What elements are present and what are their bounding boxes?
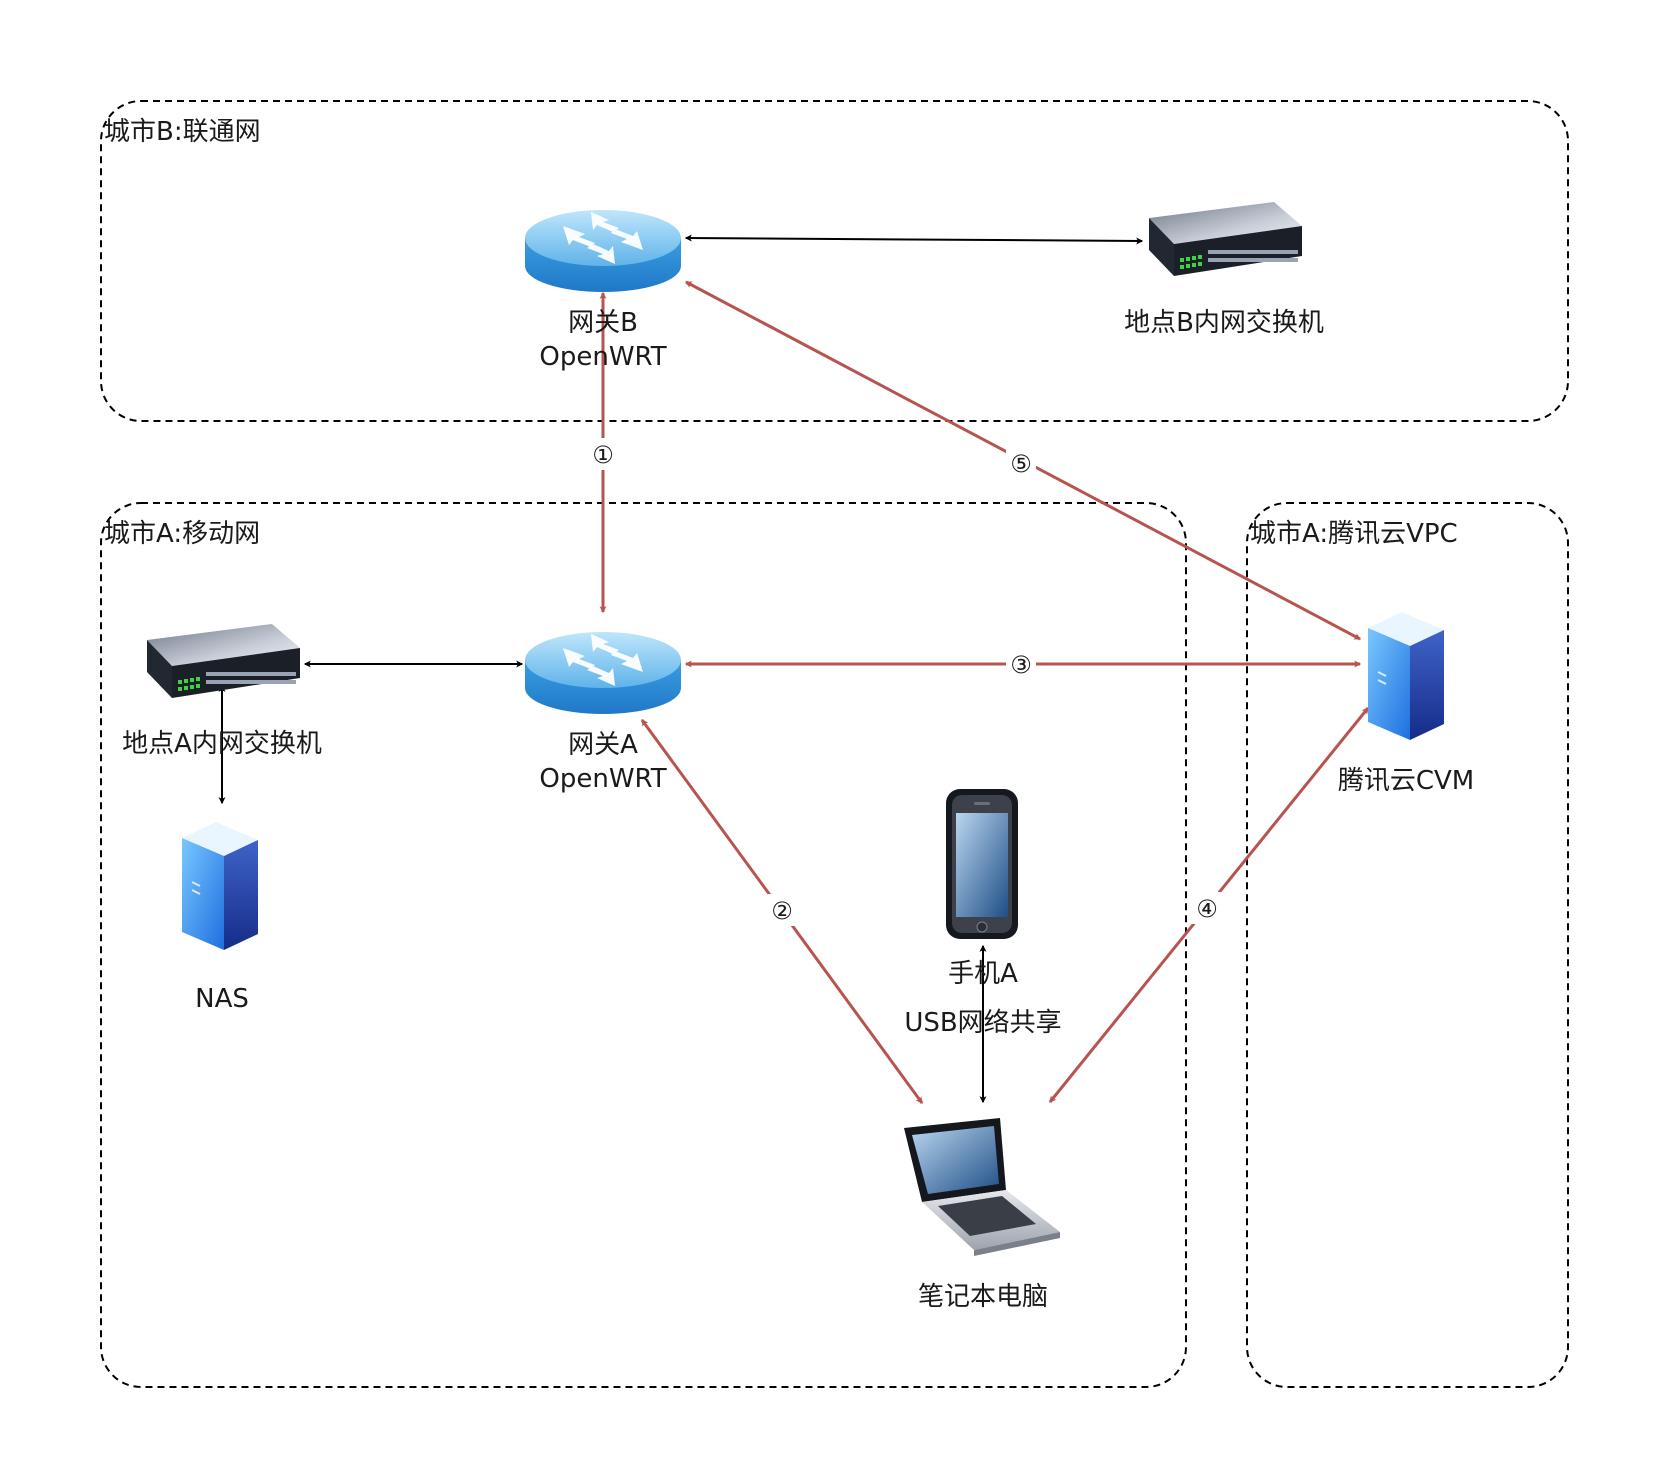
- zone-city-b: 城市B:联通网: [100, 100, 1569, 422]
- node-laptop: 笔记本电脑: [904, 1118, 1060, 1312]
- router-icon: [525, 632, 681, 714]
- node-cvm: 腾讯云CVM: [1338, 611, 1474, 796]
- phone-icon: [945, 788, 1019, 940]
- link-label-5: ⑤: [1006, 447, 1036, 479]
- link-label-1: ①: [588, 438, 618, 470]
- svg-text:②: ②: [771, 897, 793, 925]
- link-gatewayb-switchb: [684, 234, 1144, 245]
- gateway-b-label-2: OpenWRT: [539, 342, 666, 372]
- router-icon: [525, 210, 681, 292]
- link-label-3: ③: [1006, 648, 1036, 680]
- zone-city-a-tencent-label: 城市A:腾讯云VPC: [1250, 519, 1458, 549]
- svg-text:③: ③: [1010, 651, 1032, 679]
- switch-b-label: 地点B内网交换机: [1124, 308, 1324, 338]
- switch-icon: [147, 624, 300, 698]
- phone-label-1: 手机A: [948, 959, 1018, 989]
- link-label-4: ④: [1192, 892, 1222, 924]
- node-gateway-a: 网关A OpenWRT: [525, 632, 681, 794]
- node-switch-a: 地点A内网交换机: [122, 624, 322, 759]
- link-label-2: ②: [767, 894, 797, 926]
- gateway-a-label-1: 网关A: [568, 730, 638, 760]
- laptop-label: 笔记本电脑: [918, 1282, 1048, 1312]
- server-icon: [1367, 611, 1445, 741]
- switch-icon: [1149, 202, 1302, 276]
- zone-city-a-mobile-label: 城市A:移动网: [104, 519, 260, 549]
- zone-city-b-label: 城市B:联通网: [104, 117, 261, 147]
- phone-label-2: USB网络共享: [904, 1008, 1061, 1038]
- laptop-icon: [904, 1118, 1060, 1256]
- node-nas: NAS: [181, 821, 259, 1014]
- node-switch-b: 地点B内网交换机: [1124, 202, 1324, 338]
- svg-text:①: ①: [592, 441, 614, 469]
- gateway-a-label-2: OpenWRT: [539, 764, 666, 794]
- node-phone: 手机A USB网络共享: [904, 788, 1062, 1038]
- node-gateway-b: 网关B OpenWRT: [525, 210, 681, 372]
- cvm-label: 腾讯云CVM: [1338, 766, 1474, 796]
- switch-a-label: 地点A内网交换机: [122, 729, 322, 759]
- svg-text:④: ④: [1196, 895, 1218, 923]
- svg-text:⑤: ⑤: [1010, 450, 1032, 478]
- gateway-b-label-1: 网关B: [568, 308, 638, 338]
- nas-label: NAS: [195, 984, 249, 1014]
- server-icon: [181, 821, 259, 951]
